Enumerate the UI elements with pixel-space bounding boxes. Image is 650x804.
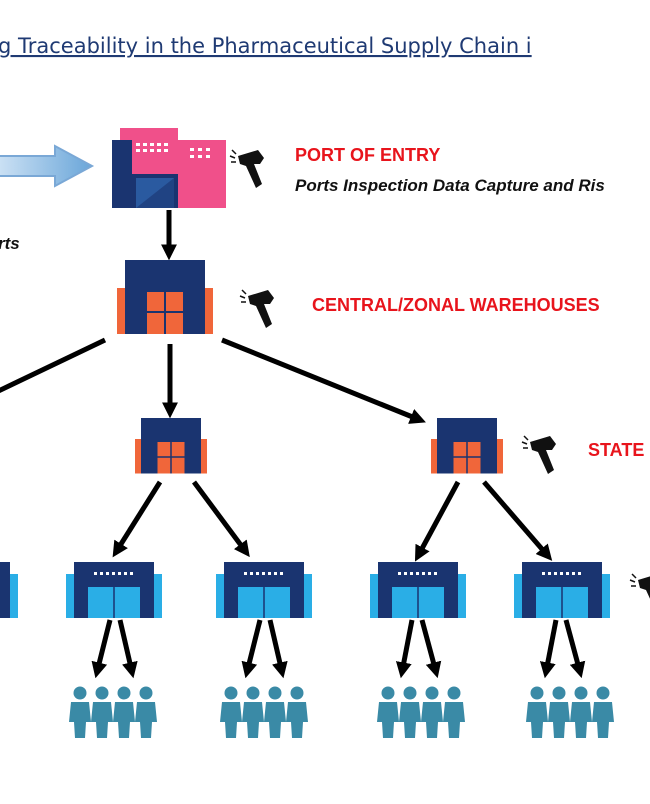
barcode-scanner-icon [521, 435, 557, 475]
state-warehouse-icon [134, 417, 208, 475]
people-group-icon [377, 687, 465, 739]
central-warehouses-label: CENTRAL/ZONAL WAREHOUSES [312, 295, 600, 315]
barcode-scanner-icon [239, 289, 275, 329]
port-of-entry-sublabel: Ports Inspection Data Capture and Ris [295, 176, 605, 195]
imports-label-fragment: rts [0, 234, 20, 253]
arrow-central-to-state-right [221, 337, 426, 424]
page-title: g Traceability in the Pharmaceutical Sup… [0, 34, 532, 58]
barcode-scanner-icon [229, 149, 265, 189]
state-label: STATE [588, 440, 644, 460]
store-icon [369, 561, 467, 619]
store-icon [513, 561, 611, 619]
store-icon [65, 561, 163, 619]
port-building-icon [112, 128, 226, 208]
barcode-scanner-icon [629, 573, 650, 613]
port-of-entry-label: PORT OF ENTRY [295, 145, 440, 165]
store-icon [0, 561, 19, 619]
store-icon [215, 561, 313, 619]
people-group-icon [526, 687, 614, 739]
arrow-central-to-left [0, 337, 107, 393]
people-group-icon [220, 687, 308, 739]
state-warehouse-icon [430, 417, 504, 475]
flow-arrows [0, 210, 586, 679]
central-warehouse-icon [116, 259, 214, 335]
import-arrow [0, 144, 95, 188]
people-group-icon [69, 687, 157, 739]
